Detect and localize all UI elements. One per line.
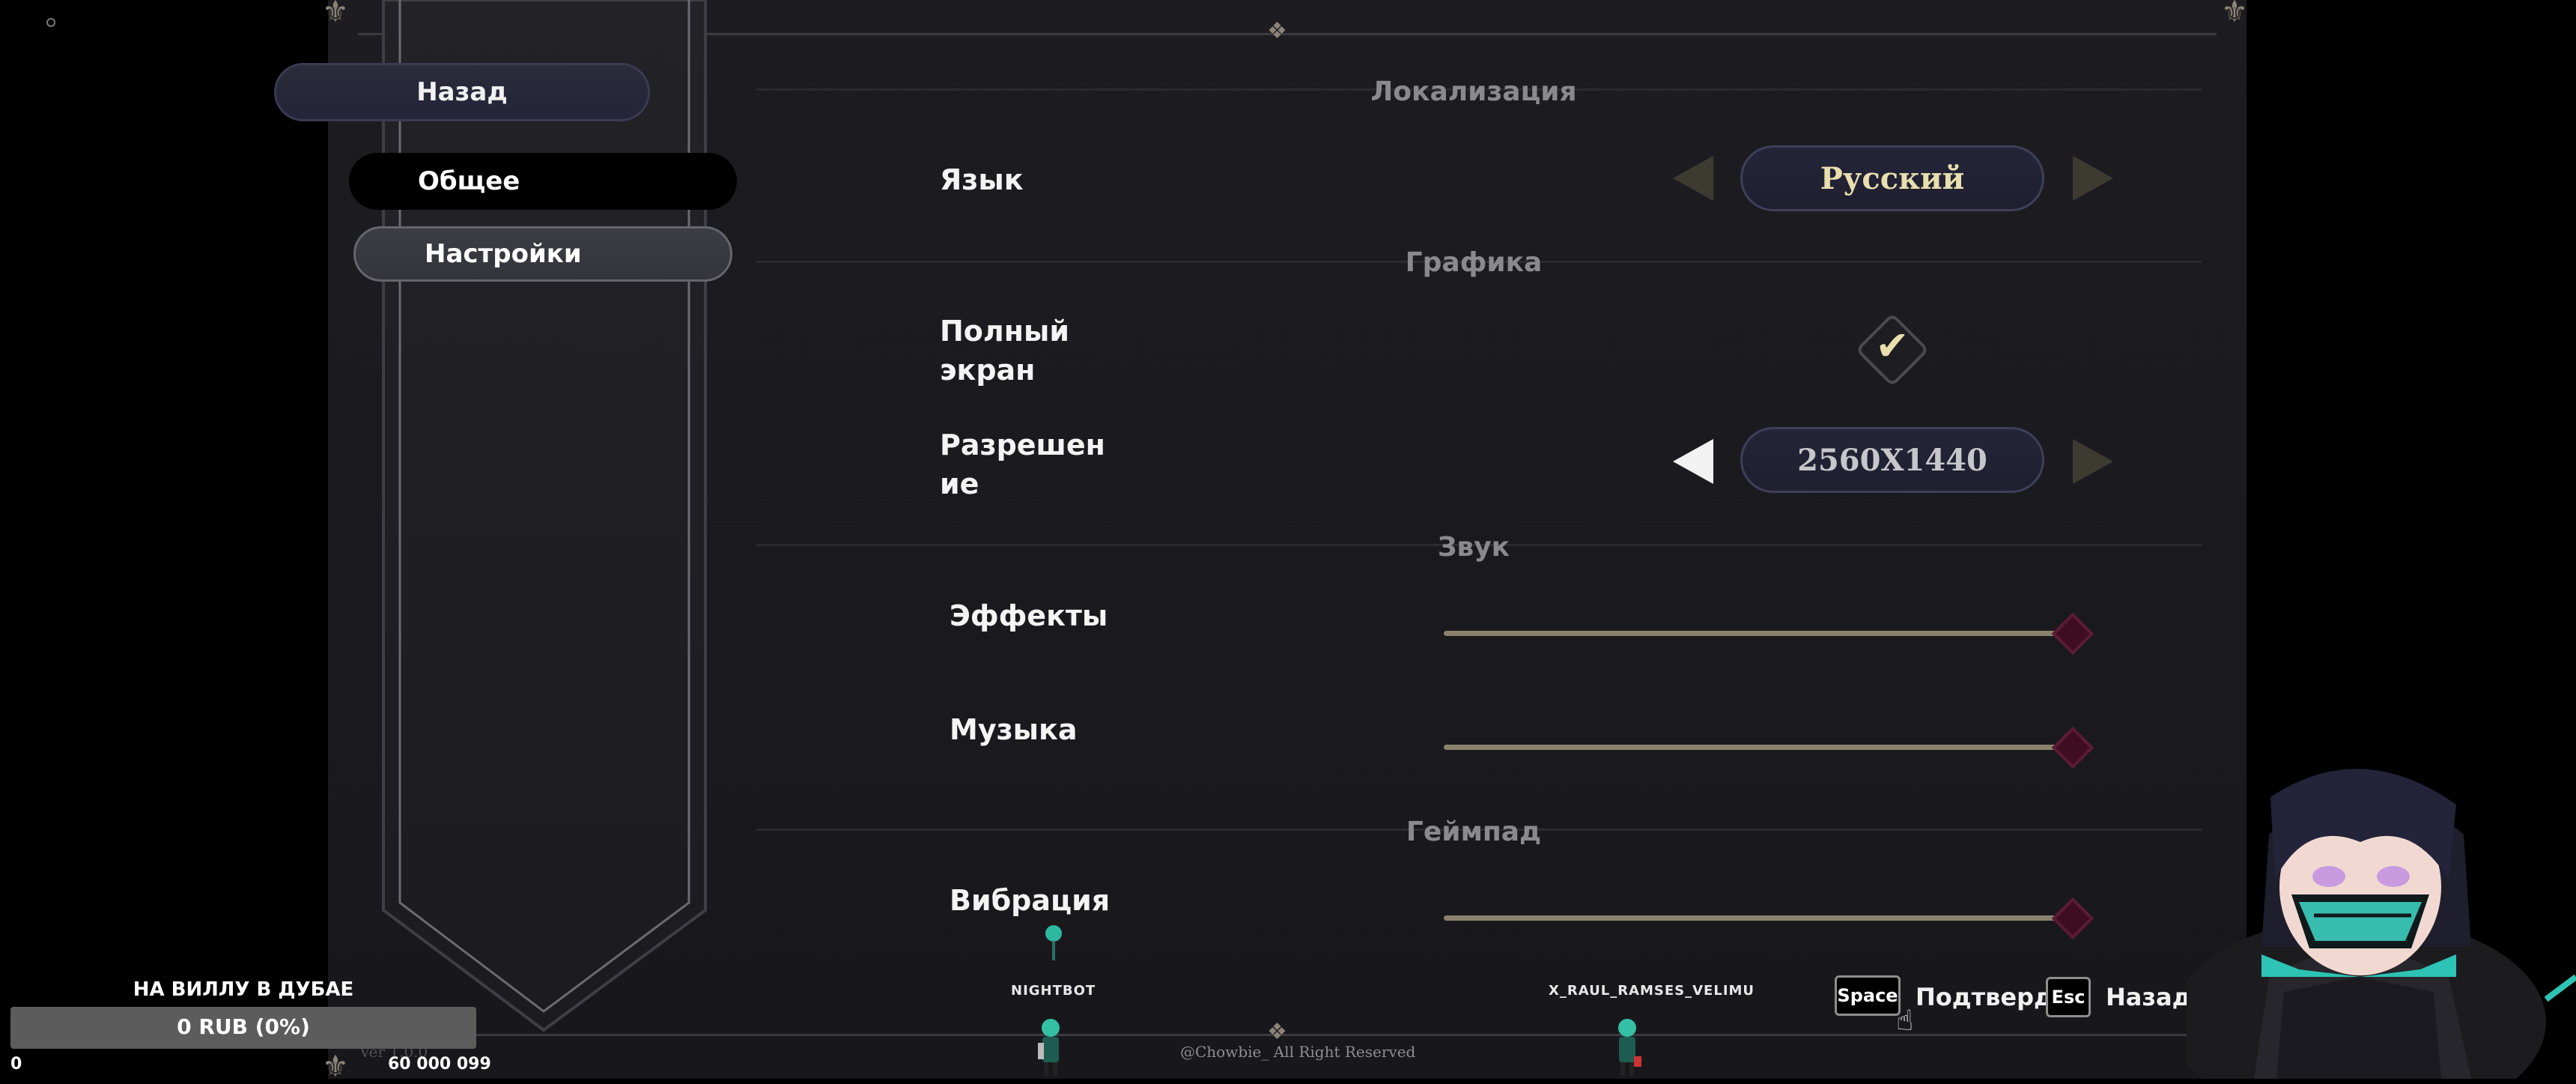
space-key-hint: Space (1835, 975, 1901, 1016)
effects-label: Эффекты (950, 599, 1108, 632)
top-frame-line (358, 33, 2217, 35)
resolution-selector[interactable]: 2560X1440 (1740, 427, 2044, 493)
language-prev-arrow-icon[interactable] (1673, 156, 1713, 201)
section-title-graphics: Графика (1405, 247, 1543, 278)
donation-target-amount: 60 000 099 (388, 1055, 491, 1074)
effects-slider-track[interactable] (1444, 631, 2073, 636)
menu-item-general[interactable]: Общее (349, 153, 737, 210)
menu-item-settings[interactable]: Настройки (353, 226, 732, 282)
language-value: Русский (1820, 160, 1965, 196)
section-divider (756, 544, 2202, 546)
fleur-corner-icon: ⚜ (322, 1050, 349, 1084)
resolution-value: 2560X1440 (1797, 442, 1987, 478)
ornament-icon: ❖ (1267, 1019, 1287, 1045)
back-button[interactable]: Назад (274, 63, 650, 121)
resolution-prev-arrow-icon[interactable] (1673, 439, 1713, 484)
resolution-next-arrow-icon[interactable] (2073, 439, 2113, 484)
menu-item-label: Общее (418, 166, 520, 196)
streamer-avatar (2187, 769, 2576, 1079)
esc-key-hint[interactable]: Esc (2046, 977, 2091, 1017)
menu-item-label: Настройки (425, 239, 582, 269)
vibration-slider-track[interactable] (1444, 915, 2073, 921)
fullscreen-label-line: Полный (940, 315, 1069, 348)
cursor-hand-icon: ☝ (1896, 1004, 1914, 1037)
fullscreen-label: Полный экран (940, 312, 1069, 390)
npc-right-name: X_RAUL_RAMSES_VELIMU (1549, 983, 1755, 999)
checkmark-icon: ✔ (1875, 322, 1910, 369)
section-title-gamepad: Геймпад (1406, 817, 1542, 847)
resolution-label: Разрешен ие (940, 426, 1105, 503)
donation-current-amount: 0 (10, 1055, 22, 1074)
npc-character-icon (1035, 1017, 1066, 1077)
fleur-corner-icon: ⚜ (2221, 0, 2248, 29)
dot-icon (46, 18, 55, 27)
npc-character-icon (1611, 1017, 1643, 1077)
fleur-corner-icon: ⚜ (322, 0, 349, 29)
language-selector[interactable]: Русский (1740, 145, 2044, 211)
back-button-label: Назад (416, 77, 508, 107)
key-label: Space (1837, 985, 1898, 1006)
section-divider (756, 261, 2202, 263)
resolution-label-line: ие (940, 467, 979, 500)
npc-sprite-icon (1041, 924, 1066, 962)
copyright-text: @Chowbie_ All Right Reserved (1180, 1043, 1416, 1061)
resolution-label-line: Разрешен (940, 429, 1105, 461)
language-label: Язык (940, 163, 1024, 196)
donation-progress-bar (10, 1007, 476, 1049)
section-divider (756, 88, 2202, 91)
music-slider-track[interactable] (1444, 745, 2073, 750)
section-title-localization: Локализация (1370, 76, 1577, 107)
section-title-sound: Звук (1437, 532, 1510, 563)
donation-goal-title: НА ВИЛЛУ В ДУБАЕ (133, 978, 354, 1001)
vibration-label: Вибрация (950, 884, 1111, 917)
fullscreen-label-line: экран (940, 354, 1036, 387)
bottom-frame-line (328, 1034, 2247, 1036)
key-label: Esc (2051, 987, 2086, 1008)
donation-progress-text: 0 RUB (0%) (177, 1014, 310, 1039)
back-hint-label: Назад (2106, 983, 2192, 1011)
ornament-icon: ❖ (1267, 18, 1287, 44)
npc-left-name: NIGHTBOT (1011, 983, 1096, 999)
section-divider (756, 829, 2202, 831)
music-label: Музыка (950, 713, 1078, 746)
language-next-arrow-icon[interactable] (2073, 156, 2113, 201)
